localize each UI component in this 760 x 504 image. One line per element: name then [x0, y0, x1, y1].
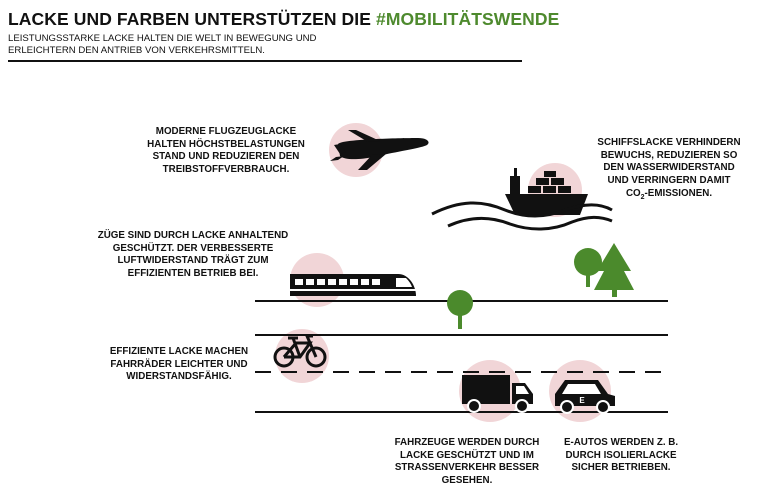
caption-line: FAHRRÄDER LEICHTER UND [110, 358, 248, 370]
caption-line: MODERNE FLUGZEUGLACKE [155, 126, 297, 137]
title-hashtag: #MOBILITÄTSWENDE [376, 9, 560, 29]
co2-suffix: -EMISSIONEN. [644, 188, 713, 199]
caption-ecar: E-AUTOS WERDEN Z. B. DURCH ISOLIERLACKE … [551, 437, 691, 475]
caption-line: DURCH ISOLIERLACKE [565, 449, 677, 461]
subtitle-line-1: LEISTUNGSSTARKE LACKE HALTEN DIE WELT IN… [8, 33, 317, 44]
co2-text: CO [625, 188, 641, 199]
caption-line: TREIBSTOFFVERBRAUCH. [162, 163, 290, 175]
caption-line: GESCHÜTZT. DER VERBESSERTE [112, 242, 274, 254]
caption-line: STAND UND REDUZIEREN DEN [152, 151, 300, 162]
caption-plane: MODERNE FLUGZEUGLACKE HALTEN HÖCHSTBELAS… [135, 126, 317, 176]
caption-train: ZÜGE SIND DURCH LACKE ANHALTEND GESCHÜTZ… [72, 230, 314, 280]
subtitle-line-2: ERLEICHTERN DEN ANTRIEB VON VERKEHRSMITT… [8, 45, 265, 56]
train-icon [290, 274, 416, 296]
caption-line: HALTEN HÖCHSTBELASTUNGEN [147, 138, 305, 150]
round-tree-icon [574, 248, 602, 287]
caption-line: E-AUTOS WERDEN Z. B. [563, 437, 679, 448]
caption-ship-co2: CO2-EMISSIONEN. [580, 188, 758, 204]
bicycle-icon [273, 334, 327, 368]
caption-line: GESEHEN. [441, 474, 493, 486]
caption-bike: EFFIZIENTE LACKE MACHEN FAHRRÄDER LEICHT… [88, 346, 270, 384]
caption-ship: SCHIFFSLACKE VERHINDERN BEWUCHS, REDUZIE… [580, 137, 758, 187]
caption-line: ZÜGE SIND DURCH LACKE ANHALTEND [97, 230, 289, 241]
caption-line: SCHIFFSLACKE VERHINDERN [597, 137, 741, 148]
caption-line: WIDERSTANDSFÄHIG. [126, 371, 232, 382]
co2-subscript: 2 [640, 193, 645, 201]
airplane-icon [330, 130, 429, 170]
header-rule [8, 60, 522, 62]
caption-line: EFFIZIENTE LACKE MACHEN [109, 346, 249, 357]
caption-line: BEWUCHS, REDUZIEREN SO [600, 149, 738, 161]
truck-icon [462, 375, 533, 413]
caption-line: LACKE GESCHÜTZT UND IM [400, 449, 534, 461]
container-ship-icon [431, 168, 613, 231]
caption-line: EFFIZIENTEN BETRIEB BEI. [127, 267, 259, 279]
caption-line: DEN WASSERWIDERSTAND [603, 162, 735, 173]
caption-truck: FAHRZEUGE WERDEN DURCH LACKE GESCHÜTZT U… [386, 437, 548, 487]
caption-line: UND VERRINGERN DAMIT [607, 174, 731, 186]
page-title: LACKE UND FARBEN UNTERSTÜTZEN DIE #MOBIL… [8, 9, 559, 30]
title-main: LACKE UND FARBEN UNTERSTÜTZEN DIE [8, 9, 376, 29]
subtitle: LEISTUNGSSTARKE LACKE HALTEN DIE WELT IN… [8, 33, 428, 57]
ecar-badge-letter: E [579, 396, 585, 405]
caption-line: FAHRZEUGE WERDEN DURCH [394, 437, 540, 448]
caption-line: SICHER BETRIEBEN. [571, 462, 671, 473]
caption-line: LUFTWIDERSTAND TRÄGT ZUM [117, 255, 269, 266]
caption-line: STRASSENVERKEHR BESSER [394, 462, 540, 473]
fir-tree-icon [594, 243, 634, 297]
small-tree-icon [447, 290, 473, 329]
electric-car-icon [555, 380, 615, 414]
